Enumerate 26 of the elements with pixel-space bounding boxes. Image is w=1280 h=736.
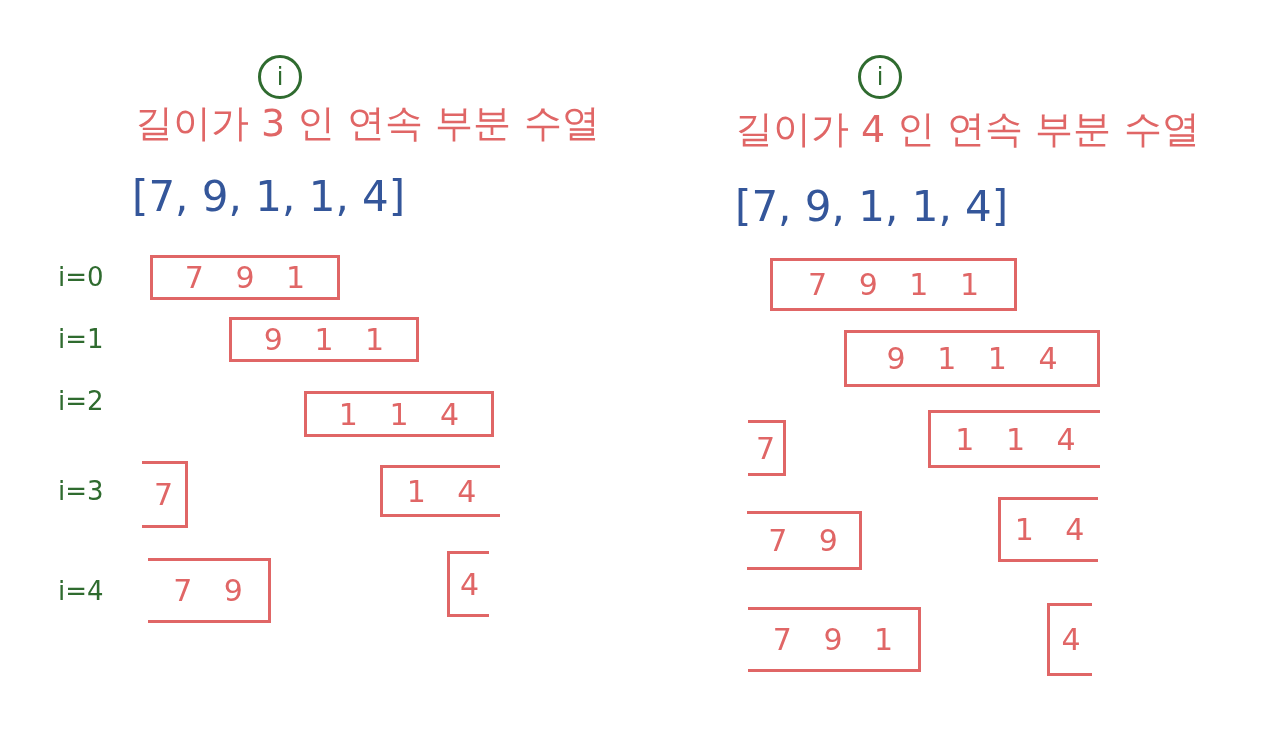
index-label: i=3 <box>58 476 104 506</box>
heading: 길이가 3 인 연속 부분 수열 <box>135 100 600 147</box>
subarray-box: 1 1 4 <box>304 391 494 437</box>
subarray-box: 7 <box>748 420 786 476</box>
subarray-box: 7 9 <box>747 511 862 570</box>
subarray-box: 7 9 1 <box>150 255 340 300</box>
subarray-box: 7 9 1 <box>748 607 921 672</box>
index-label: i=4 <box>58 576 104 606</box>
index-label: i=0 <box>58 262 104 292</box>
subarray-box: 9 1 1 4 <box>844 330 1100 387</box>
array-text: [7, 9, 1, 1, 4] <box>132 172 406 221</box>
subarray-box: 7 9 <box>148 558 271 623</box>
array-text: [7, 9, 1, 1, 4] <box>735 182 1009 231</box>
subarray-box: 7 <box>142 461 188 528</box>
subarray-box: 9 1 1 <box>229 317 419 362</box>
circled-letter: i <box>858 55 902 99</box>
subarray-box: 1 1 4 <box>928 410 1100 468</box>
subarray-box: 4 <box>1047 603 1092 676</box>
subarray-box: 1 4 <box>380 465 500 517</box>
circled-letter: i <box>258 55 302 99</box>
index-label: i=1 <box>58 324 104 354</box>
index-label: i=2 <box>58 386 104 416</box>
heading: 길이가 4 인 연속 부분 수열 <box>735 106 1200 153</box>
subarray-box: 7 9 1 1 <box>770 258 1017 311</box>
subarray-box: 1 4 <box>998 497 1098 562</box>
subarray-box: 4 <box>447 551 489 617</box>
